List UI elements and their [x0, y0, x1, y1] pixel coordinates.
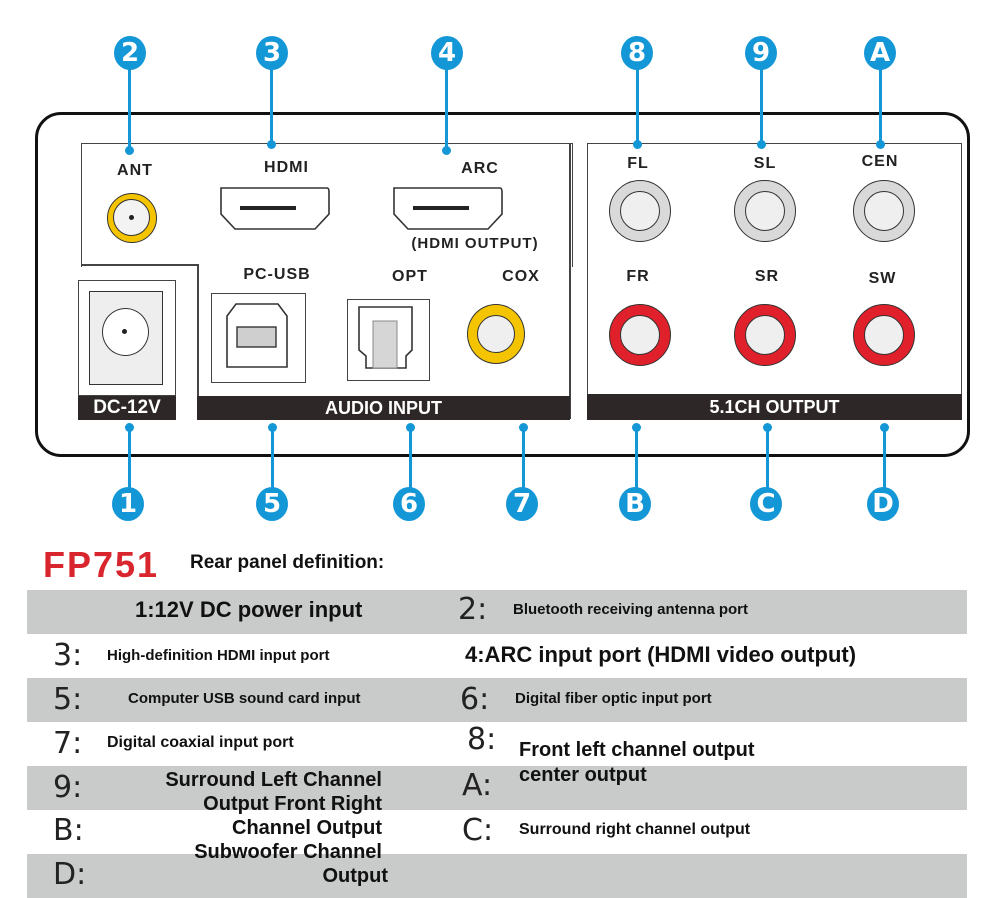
legend-item-3: High-definition HDMI input port	[107, 647, 330, 664]
legend-item-7: Digital coaxial input port	[107, 734, 294, 751]
legend-item-4: 4:ARC input port (HDMI video output)	[465, 642, 857, 667]
callout-a-badge: A	[864, 36, 896, 70]
legend-row-bg	[27, 766, 967, 810]
hdmi-label: HDMI	[264, 159, 309, 176]
sr-rca-jack[interactable]	[734, 304, 796, 366]
fr-label: FR	[626, 268, 650, 285]
dc-12v-bar: DC-12V	[78, 396, 176, 420]
callout-1-badge: 1	[112, 487, 144, 521]
callout-3-badge: 3	[256, 36, 288, 70]
fr-rca-jack[interactable]	[609, 304, 671, 366]
legend-key-2: 2:	[458, 592, 488, 627]
callout-line	[445, 68, 448, 150]
sl-rca-jack[interactable]	[734, 180, 796, 242]
model-number: FP751	[43, 544, 160, 585]
sw-label: SW	[868, 270, 897, 287]
rear-panel-outline	[35, 112, 970, 457]
legend-key-d: D:	[53, 857, 87, 892]
callout-4-badge: 4	[431, 36, 463, 70]
audio-input-bar: AUDIO INPUT	[197, 396, 570, 420]
legend-line: Surround Left Channel	[165, 769, 382, 791]
callout-line	[128, 68, 131, 150]
hdmi-port[interactable]	[219, 186, 331, 232]
cen-label: CEN	[861, 153, 899, 170]
cox-label: COX	[502, 268, 540, 285]
legend-line: Channel Output	[232, 817, 382, 839]
arc-sublabel: (HDMI OUTPUT)	[411, 235, 539, 252]
legend-item-6: Digital fiber optic input port	[515, 690, 712, 707]
divider	[81, 264, 198, 266]
callout-line	[270, 68, 273, 144]
divider	[569, 143, 571, 419]
legend-line: Output	[322, 865, 388, 887]
legend-key-7: 7:	[53, 726, 83, 761]
callout-9-badge: 9	[745, 36, 777, 70]
legend-key-5: 5:	[53, 682, 83, 717]
legend-key-6: 6:	[460, 682, 490, 717]
fl-label: FL	[627, 155, 649, 172]
dc-power-jack[interactable]	[102, 308, 149, 356]
legend-item-5: Computer USB sound card input	[128, 690, 361, 707]
legend-key-b: B:	[53, 813, 84, 848]
callout-dot	[267, 140, 276, 149]
callout-line	[879, 68, 882, 144]
callout-line	[635, 427, 638, 493]
cen-rca-jack[interactable]	[853, 180, 915, 242]
sw-rca-jack[interactable]	[853, 304, 915, 366]
legend-line: Subwoofer Channel	[194, 841, 382, 863]
callout-dot	[757, 140, 766, 149]
sr-label: SR	[754, 268, 780, 285]
legend-row-bg	[27, 678, 967, 722]
callout-line	[271, 427, 274, 493]
legend-row-bg	[27, 854, 967, 898]
legend-title: Rear panel definition:	[190, 552, 385, 573]
callout-line	[636, 68, 639, 144]
legend-item-1: 1:12V DC power input	[135, 597, 363, 622]
callout-line	[883, 427, 886, 493]
callout-line	[760, 68, 763, 144]
legend-item-2: Bluetooth receiving antenna port	[513, 601, 749, 618]
legend-key-3: 3:	[53, 638, 83, 673]
ant-section	[81, 143, 573, 267]
callout-2-badge: 2	[114, 36, 146, 70]
legend-item-8: Front left channel output	[519, 739, 755, 761]
legend-row-bg	[27, 590, 967, 634]
arc-label: ARC	[461, 160, 499, 177]
legend-key-9: 9:	[53, 770, 83, 805]
opt-label: OPT	[392, 268, 428, 285]
callout-7-badge: 7	[506, 487, 538, 521]
arc-hdmi-port[interactable]	[392, 186, 504, 232]
callout-8-badge: 8	[621, 36, 653, 70]
legend-item-c: Surround right channel output	[519, 821, 751, 838]
callout-line	[128, 427, 131, 493]
callout-6-badge: 6	[393, 487, 425, 521]
divider	[197, 264, 199, 419]
ant-label: ANT	[117, 162, 153, 179]
callout-b-badge: B	[619, 487, 651, 521]
legend-key-a: A:	[462, 768, 493, 803]
callout-line	[766, 427, 769, 493]
legend-line: Output Front Right	[203, 793, 382, 815]
legend-item-a: center output	[519, 764, 647, 786]
callout-d-badge: D	[867, 487, 899, 521]
callout-dot	[876, 140, 885, 149]
legend-items-9-b-d: Surround Left Channel Output Front Right…	[120, 768, 388, 888]
output-bar: 5.1CH OUTPUT	[587, 394, 962, 420]
usb-b-port[interactable]	[226, 303, 290, 369]
callout-dot	[442, 146, 451, 155]
ant-connector[interactable]	[107, 193, 157, 243]
callout-dot	[125, 146, 134, 155]
callout-line	[522, 427, 525, 493]
legend-key-c: C:	[462, 813, 494, 848]
callout-dot	[633, 140, 642, 149]
pc-usb-label: PC-USB	[243, 266, 311, 283]
optical-port[interactable]	[358, 306, 414, 370]
callout-line	[409, 427, 412, 493]
fl-rca-jack[interactable]	[609, 180, 671, 242]
coaxial-port[interactable]	[467, 304, 525, 364]
legend-key-8: 8:	[467, 722, 497, 757]
sl-label: SL	[753, 155, 777, 172]
callout-5-badge: 5	[256, 487, 288, 521]
callout-c-badge: C	[750, 487, 782, 521]
